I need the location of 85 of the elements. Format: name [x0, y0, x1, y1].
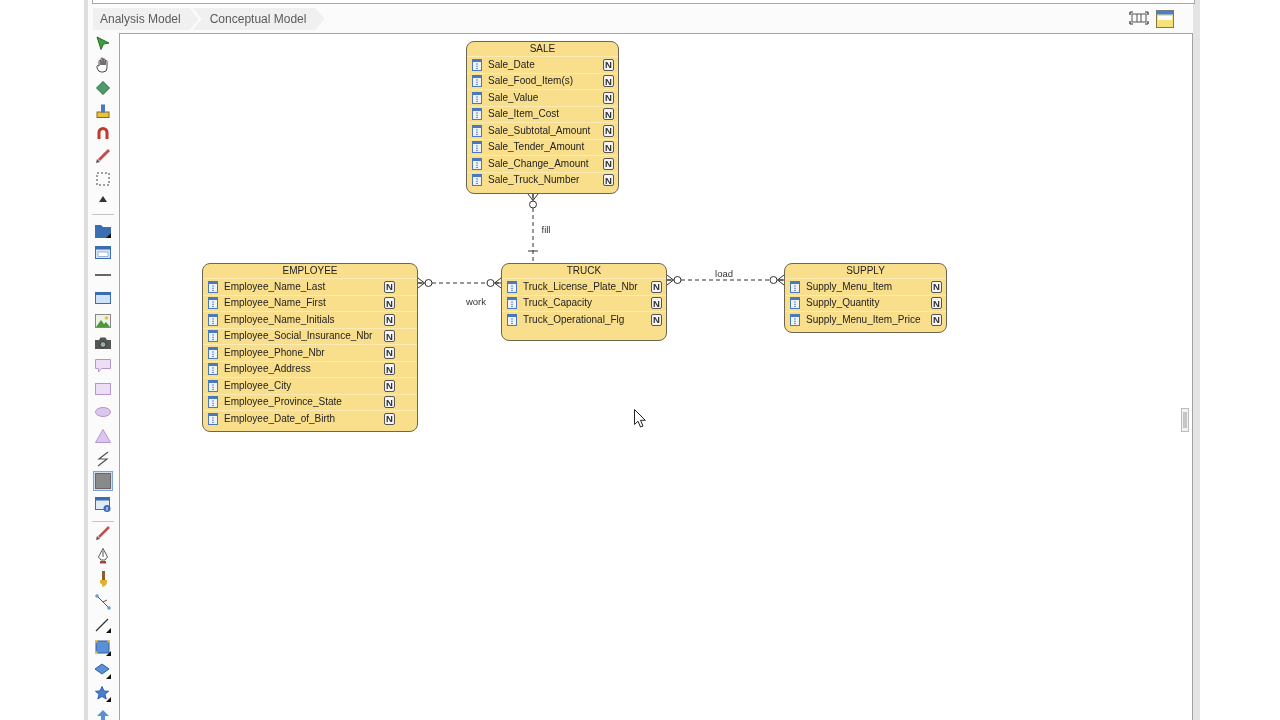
nullable-marker: N — [384, 280, 395, 293]
entity-box — [202, 263, 418, 432]
nullable-marker: N — [651, 313, 662, 326]
relationship-label: fill — [539, 223, 553, 234]
column-row — [467, 171, 618, 188]
column-row — [467, 155, 618, 172]
nullable-marker: N — [651, 297, 662, 310]
column-name: Sale_Date — [488, 58, 536, 71]
column-name: Sale_Item_Cost — [488, 108, 561, 121]
entity-name: EMPLOYEE — [281, 264, 339, 278]
column-row — [467, 122, 618, 139]
column-row — [467, 138, 618, 155]
nullable-marker: N — [603, 58, 614, 71]
nullable-marker: N — [384, 346, 395, 359]
column-row — [785, 278, 946, 295]
entity-box — [466, 41, 619, 194]
nullable-marker: N — [603, 75, 614, 88]
nullable-marker: N — [384, 363, 395, 376]
breadcrumb-item: Analysis Model — [93, 8, 199, 30]
column-name: Truck_Capacity — [523, 297, 594, 310]
column-name: Sale_Subtotal_Amount — [488, 124, 592, 137]
column-row — [203, 377, 417, 394]
entity-box — [501, 263, 667, 341]
column-name: Employee_Date_of_Birth — [224, 412, 337, 425]
column-row — [203, 410, 417, 427]
nullable-marker: N — [384, 297, 395, 310]
relationship-line — [527, 193, 539, 264]
column-name: Truck_Operational_Flg — [523, 313, 626, 326]
entity-name: SALE — [528, 42, 557, 56]
column-name: Supply_Menu_Item — [806, 280, 894, 293]
column-row — [502, 278, 666, 295]
column-row — [467, 72, 618, 89]
column-row — [203, 393, 417, 410]
column-row — [203, 327, 417, 344]
column-name: Supply_Quantity — [806, 297, 881, 310]
column-name: Sale_Change_Amount — [488, 157, 590, 170]
column-name: Employee_Address — [224, 363, 312, 376]
nullable-marker: N — [384, 379, 395, 392]
nullable-marker: N — [384, 313, 395, 326]
relationship-line — [666, 274, 785, 286]
column-name: Sale_Value — [488, 91, 540, 104]
column-name: Employee_Name_Last — [224, 280, 327, 293]
column-row — [203, 278, 417, 295]
column-name: Employee_Social_Insurance_Nbr — [224, 330, 374, 343]
nullable-marker: N — [603, 108, 614, 121]
column-row — [467, 89, 618, 106]
nullable-marker: N — [931, 313, 942, 326]
nullable-marker: N — [384, 330, 395, 343]
entity-name: TRUCK — [565, 264, 603, 278]
nullable-marker: N — [931, 280, 942, 293]
column-name: Employee_Name_Initials — [224, 313, 336, 326]
relationship-label: work — [463, 295, 489, 307]
nullable-marker: N — [603, 91, 614, 104]
breadcrumb-item: Conceptual Model — [192, 8, 325, 30]
column-row — [203, 344, 417, 361]
nullable-marker: N — [931, 297, 942, 310]
entity-name: SUPPLY — [845, 264, 886, 278]
column-row — [502, 294, 666, 311]
column-row — [203, 294, 417, 311]
column-row — [502, 311, 666, 328]
entity-box — [784, 263, 947, 333]
column-name: Employee_City — [224, 379, 293, 392]
nullable-marker: N — [603, 124, 614, 137]
column-name: Employee_Phone_Nbr — [224, 346, 326, 359]
column-name: Employee_Province_State — [224, 396, 343, 409]
nullable-marker: N — [384, 396, 395, 409]
nullable-marker: N — [651, 280, 662, 293]
column-name: Employee_Name_First — [224, 297, 327, 310]
column-row — [785, 294, 946, 311]
relationship-line — [417, 277, 502, 289]
column-row — [203, 360, 417, 377]
column-row — [467, 56, 618, 73]
column-name: Sale_Truck_Number — [488, 174, 581, 187]
column-row — [203, 311, 417, 328]
column-name: Supply_Menu_Item_Price — [806, 313, 922, 326]
column-name: Truck_License_Plate_Nbr — [523, 280, 639, 293]
nullable-marker: N — [603, 141, 614, 154]
nullable-marker: N — [603, 157, 614, 170]
column-row — [467, 105, 618, 122]
nullable-marker: N — [384, 412, 395, 425]
relationship-label: load — [713, 267, 735, 279]
column-name: Sale_Food_Item(s) — [488, 75, 575, 88]
column-row — [785, 311, 946, 328]
nullable-marker: N — [603, 174, 614, 187]
column-name: Sale_Tender_Amount — [488, 141, 586, 154]
